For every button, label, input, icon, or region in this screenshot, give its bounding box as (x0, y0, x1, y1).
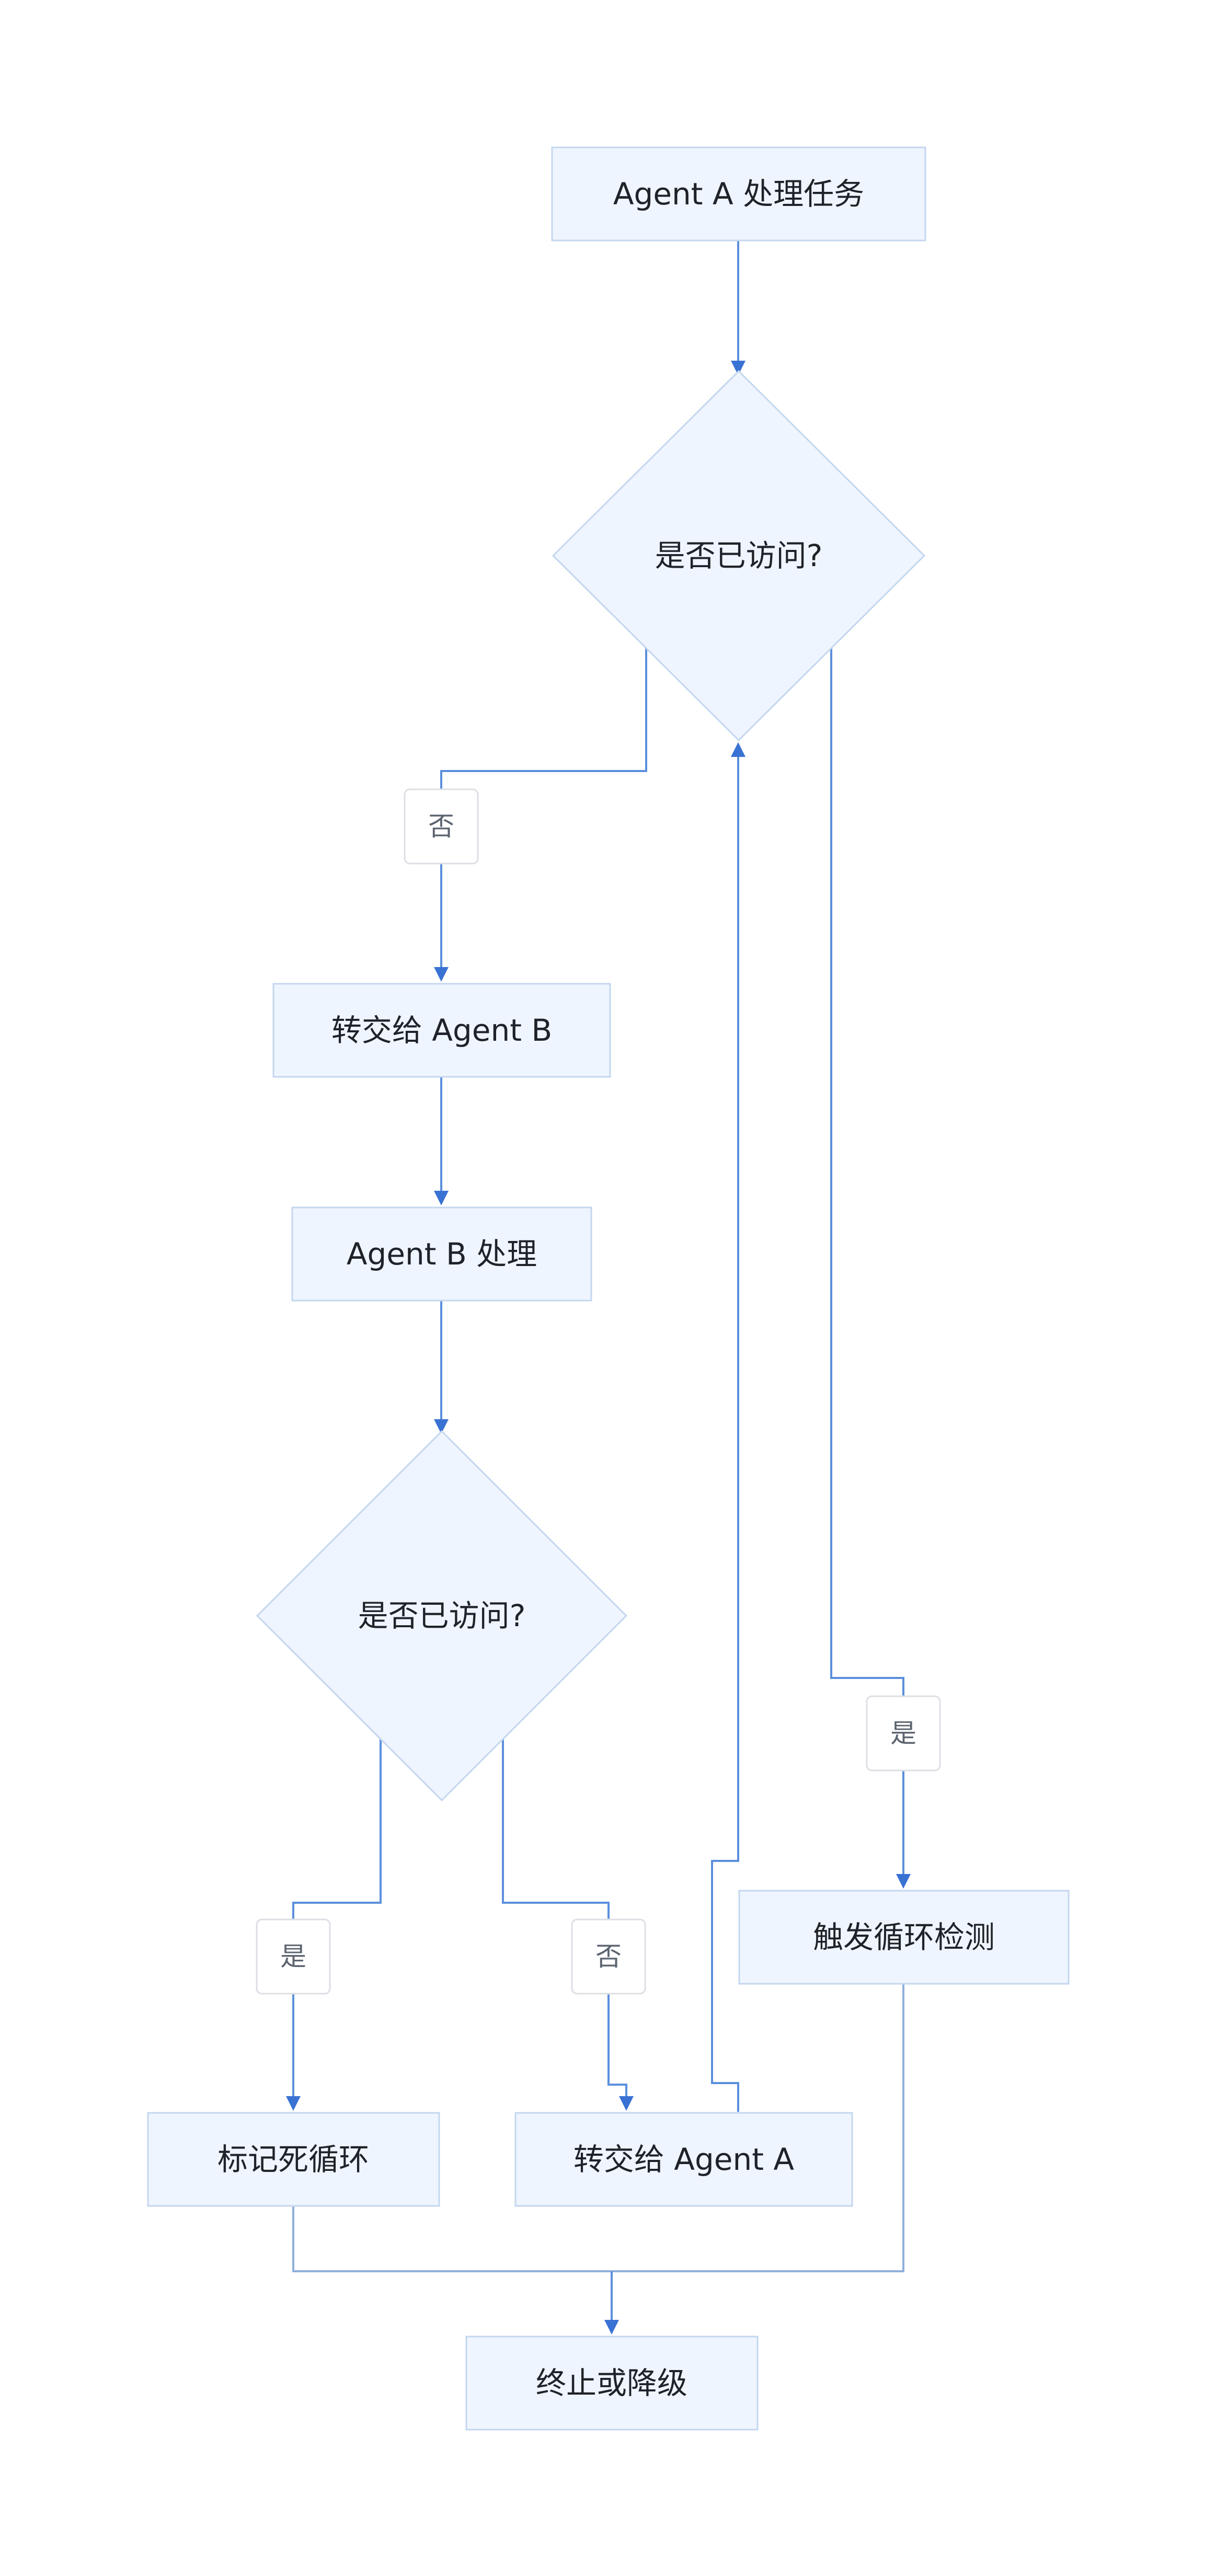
edge-label-check1-no: 否 (428, 811, 454, 842)
arrowhead (619, 2096, 634, 2111)
edge-label-box (571, 1918, 646, 1995)
node-agent-b-process: Agent B 处理 (291, 1206, 592, 1302)
node-trigger-loop-detect: 触发循环检测 (738, 1890, 1070, 1985)
node-label: 是否已访问? (358, 1598, 526, 1634)
node-label: 标记死循环 (217, 2142, 369, 2177)
edge-label-check2-no: 否 (595, 1941, 622, 1972)
node-label: 是否已访问? (655, 538, 823, 573)
node-label: Agent B 处理 (347, 1236, 537, 1272)
arrowhead (434, 967, 449, 982)
arrowhead (604, 2320, 619, 2334)
arrowhead (896, 1874, 911, 1889)
edge-labels: 否 是 是 否 (256, 788, 941, 1995)
edge-check2-no (502, 1738, 627, 2096)
node-label: Agent A 处理任务 (613, 176, 864, 212)
edge-label-box (256, 1918, 331, 1995)
edge-label-check2-yes: 是 (280, 1941, 306, 1972)
node-terminate-or-degrade: 终止或降级 (465, 2336, 759, 2431)
edge-label-check1-yes: 是 (890, 1718, 916, 1749)
node-visited-check-2: 是否已访问? (256, 1430, 628, 1802)
node-label: 转交给 Agent A (573, 2142, 795, 2177)
node-label: 触发循环检测 (813, 1919, 995, 1955)
edge-label-box (866, 1695, 941, 1772)
node-handoff-to-a: 转交给 Agent A (514, 2112, 853, 2207)
arrowhead (286, 2096, 301, 2111)
edge-check2-yes (292, 1738, 382, 2096)
edge-label-box (404, 788, 479, 865)
node-visited-check-1: 是否已访问? (552, 370, 926, 742)
node-handoff-to-b: 转交给 Agent B (272, 983, 611, 1078)
node-agent-a-process: Agent A 处理任务 (551, 146, 926, 242)
arrowhead (434, 1419, 449, 1434)
edge-mark-dead-loop-to-merge (292, 1984, 904, 2272)
edge-handoff-a-to-check1 (711, 757, 739, 2112)
node-mark-dead-loop: 标记死循环 (147, 2112, 440, 2207)
nodes: Agent A 处理任务 是否已访问? 转交给 Agent B Agent B … (147, 146, 1070, 2431)
arrowhead (731, 742, 745, 757)
arrowhead (434, 1191, 449, 1205)
node-label: 终止或降级 (536, 2365, 687, 2401)
node-label: 转交给 Agent B (331, 1013, 552, 1048)
edge-check1-no (440, 648, 647, 967)
arrowhead (731, 361, 745, 375)
edge-check1-yes (830, 648, 904, 1874)
